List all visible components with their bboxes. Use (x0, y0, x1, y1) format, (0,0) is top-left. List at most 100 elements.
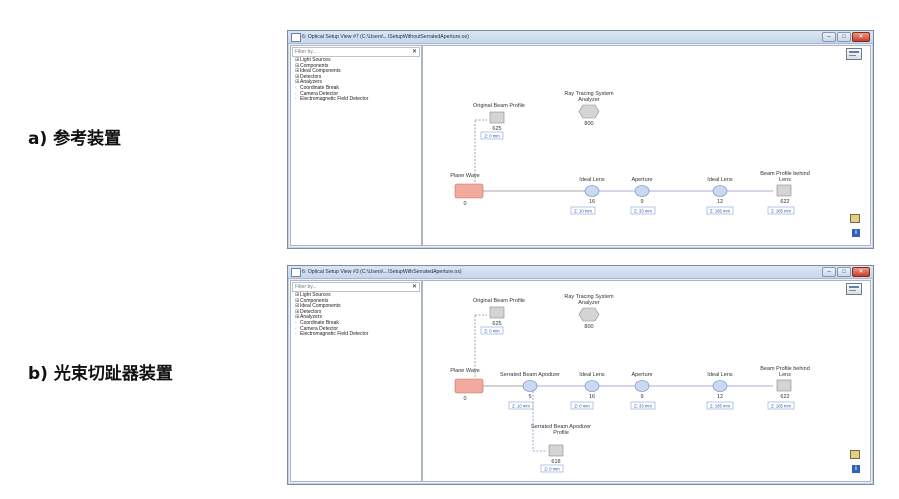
svg-text:0: 0 (463, 201, 466, 207)
component-catalog-panel: Filter by... ✕ ⊞Light Sources ⊞Component… (290, 45, 422, 246)
svg-text:800: 800 (584, 121, 593, 127)
tree-item-ideal-components[interactable]: ⊞Ideal Components (295, 303, 341, 310)
svg-text:Ideal Lens: Ideal Lens (579, 177, 605, 183)
tree-item-coordinate-break[interactable]: ·Coordinate Break (295, 319, 339, 326)
svg-text:Ideal Lens: Ideal Lens (707, 177, 733, 183)
distance-box[interactable] (630, 206, 656, 215)
tree-item-em-field-detector[interactable]: ·Electromagnetic Field Detector (295, 331, 369, 338)
analyzer-icon[interactable] (578, 307, 600, 322)
setup-canvas[interactable]: Original Beam Profile 625 Z: 0 mm Ray Tr… (422, 280, 871, 482)
info-icon[interactable]: i (852, 465, 860, 473)
clear-filter-icon[interactable]: ✕ (411, 49, 417, 55)
tree-item-detectors[interactable]: ⊞Detectors (295, 308, 322, 315)
filter-input[interactable]: Filter by... ✕ (292, 47, 420, 57)
detector-icon[interactable] (548, 444, 564, 457)
window-icon (291, 33, 301, 42)
lens-icon[interactable] (712, 185, 728, 197)
light-source-icon[interactable] (454, 183, 484, 199)
detector-icon[interactable] (489, 111, 505, 124)
detector-icon[interactable] (776, 184, 792, 197)
distance-box[interactable] (508, 401, 534, 410)
maximize-button[interactable]: □ (837, 267, 851, 277)
distance-box[interactable] (570, 206, 596, 215)
properties-icon[interactable] (850, 450, 860, 459)
svg-text:Beam Profile behind: Beam Profile behind (760, 171, 810, 177)
tree-item-light-sources[interactable]: ⊞Light Sources (295, 57, 331, 63)
catalog-toolbar-icon[interactable] (846, 283, 862, 295)
title-bar[interactable]: 6: Optical Setup View #3 (C:\Users\...\S… (288, 266, 873, 279)
node-label: Original Beam Profile (473, 103, 525, 109)
tree-item-components[interactable]: ⊞Components (295, 297, 329, 304)
window-icon (291, 268, 301, 277)
component-catalog-panel: Filter by... ✕ ⊞Light Sources ⊞Component… (290, 280, 422, 482)
properties-icon[interactable] (850, 214, 860, 223)
svg-text:Z: 0 mm: Z: 0 mm (484, 329, 500, 334)
close-button[interactable]: ✕ (852, 267, 870, 277)
svg-text:9: 9 (640, 394, 643, 400)
lens-icon[interactable] (584, 185, 600, 197)
svg-text:Aperture: Aperture (631, 372, 652, 378)
distance-box[interactable] (480, 131, 504, 140)
lens-icon[interactable] (712, 380, 728, 392)
distance-box[interactable] (480, 326, 504, 335)
svg-text:800: 800 (584, 324, 593, 330)
close-button[interactable]: ✕ (852, 32, 870, 42)
aperture-icon[interactable] (634, 185, 650, 197)
svg-text:Z: 10 mm: Z: 10 mm (512, 404, 530, 409)
distance-box[interactable] (767, 206, 795, 215)
caption-b: b) 光束切趾器装置 (28, 364, 173, 384)
apodizer-icon[interactable] (522, 380, 538, 392)
distance-box[interactable] (706, 206, 734, 215)
tree-item-coordinate-break[interactable]: ·Coordinate Break (295, 84, 339, 91)
detector-icon[interactable] (489, 306, 505, 319)
analyzer-icon[interactable] (578, 104, 600, 119)
catalog-toolbar-icon[interactable] (846, 48, 862, 60)
svg-text:622: 622 (780, 199, 789, 205)
distance-box[interactable] (570, 401, 594, 410)
svg-text:Z: 10 mm: Z: 10 mm (574, 209, 592, 214)
svg-text:16: 16 (589, 394, 595, 400)
setup-canvas[interactable]: Original Beam Profile 625 Z: 0 mm Ray Tr… (422, 45, 871, 246)
maximize-button[interactable]: □ (837, 32, 851, 42)
lens-icon[interactable] (584, 380, 600, 392)
info-icon[interactable]: i (852, 229, 860, 237)
tree-item-analyzers[interactable]: ⊞Analyzers (295, 314, 322, 321)
title-bar[interactable]: 6: Optical Setup View #7 (C:\Users\...\S… (288, 31, 873, 44)
tree-item-components[interactable]: ⊞Components (295, 62, 329, 69)
svg-text:Z: 165 mm: Z: 165 mm (710, 404, 731, 409)
tree-item-light-sources[interactable]: ⊞Light Sources (295, 292, 331, 298)
tree-item-analyzers[interactable]: ⊞Analyzers (295, 79, 322, 86)
svg-text:Analyzer: Analyzer (578, 97, 600, 103)
tree-item-camera-detector[interactable]: ·Camera Detector (295, 90, 339, 97)
distance-box[interactable] (630, 401, 656, 410)
svg-text:Z: 165 mm: Z: 165 mm (771, 404, 792, 409)
svg-text:Lens: Lens (779, 372, 791, 378)
svg-text:618: 618 (551, 459, 560, 465)
tree-item-camera-detector[interactable]: ·Camera Detector (295, 325, 339, 332)
distance-box[interactable] (540, 464, 564, 473)
caption-a: a) 参考装置 (28, 129, 122, 149)
clear-filter-icon[interactable]: ✕ (411, 284, 417, 290)
svg-text:622: 622 (780, 394, 789, 400)
distance-box[interactable] (706, 401, 734, 410)
svg-text:Profile: Profile (553, 430, 569, 436)
minimize-button[interactable]: – (822, 267, 836, 277)
svg-text:Z: 33 mm: Z: 33 mm (634, 404, 652, 409)
tree-item-em-field-detector[interactable]: ·Electromagnetic Field Detector (295, 96, 369, 103)
svg-text:625: 625 (492, 321, 501, 327)
window-title: 6: Optical Setup View #3 (C:\Users\...\S… (302, 269, 462, 275)
svg-text:Z: 165 mm: Z: 165 mm (771, 209, 792, 214)
svg-text:Original Beam Profile: Original Beam Profile (473, 298, 525, 304)
tree-item-detectors[interactable]: ⊞Detectors (295, 73, 322, 80)
tree-item-ideal-components[interactable]: ⊞Ideal Components (295, 68, 341, 75)
minimize-button[interactable]: – (822, 32, 836, 42)
filter-input[interactable]: Filter by... ✕ (292, 282, 420, 292)
svg-text:0: 0 (463, 396, 466, 402)
svg-text:5: 5 (528, 394, 531, 400)
component-tree: ⊞Light Sources ⊞Components ⊞Ideal Compon… (295, 57, 369, 103)
svg-text:Z: 0 mm: Z: 0 mm (574, 404, 590, 409)
distance-box[interactable] (767, 401, 795, 410)
light-source-icon[interactable] (454, 378, 484, 394)
aperture-icon[interactable] (634, 380, 650, 392)
detector-icon[interactable] (776, 379, 792, 392)
